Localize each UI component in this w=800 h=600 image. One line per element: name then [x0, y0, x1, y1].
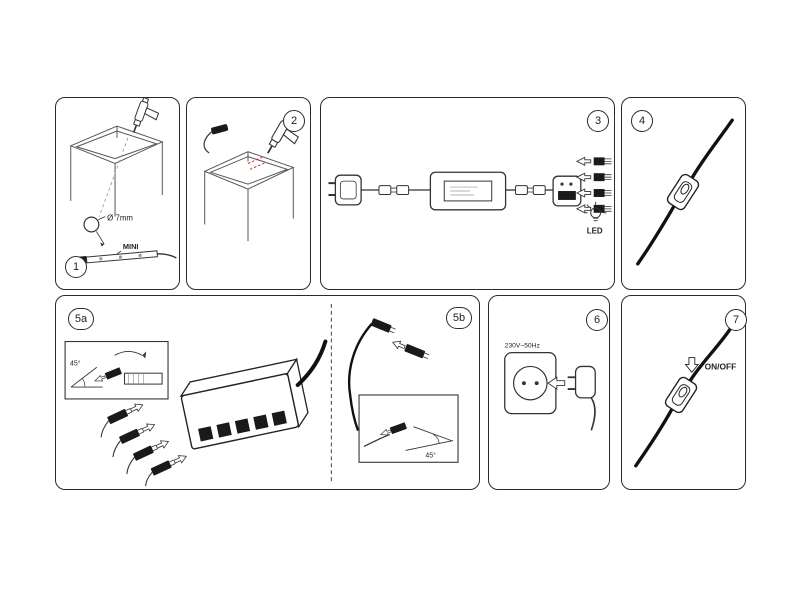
mini-plug-icon [94, 367, 122, 382]
insert-arrow [547, 376, 566, 390]
cable [636, 204, 676, 266]
power-adapter-icon [328, 174, 379, 206]
step-number-3: 3 [587, 110, 609, 132]
mini-plug-icon [379, 422, 407, 436]
panel-step-6: 230V~50Hz 6 [488, 295, 610, 490]
insert-arrows [575, 156, 592, 214]
plug-icon [567, 365, 596, 431]
join-connectors-5b [348, 318, 430, 432]
rotate-arrowhead [142, 351, 147, 359]
cabinet-frame [203, 151, 295, 242]
voltage-label: 230V~50Hz [505, 343, 540, 350]
cabinet-frame [69, 125, 164, 217]
step7-drawing: ON/OFF [634, 324, 737, 468]
step-number-6: 6 [586, 309, 608, 331]
step5-drawing: 45° [64, 303, 459, 487]
power-cable [295, 339, 328, 388]
drill-icon [132, 98, 160, 133]
panel-step-2: 2 [186, 97, 311, 290]
led-bulb-icon [584, 201, 607, 222]
cable-connector-pair [515, 185, 554, 195]
onoff-label: ON/OFF [705, 361, 737, 371]
cable [634, 407, 674, 468]
mini-plug-row [100, 403, 188, 487]
strip-hatch [128, 373, 144, 385]
step-number-5b: 5b [446, 307, 472, 329]
cable [690, 118, 734, 180]
angle-lines [405, 426, 454, 451]
step1-drawing: Ø 7mm MINI [69, 98, 177, 264]
rotate-arrow [114, 351, 143, 356]
onoff-down-arrow [684, 357, 700, 374]
distributor-box-icon [179, 339, 328, 450]
hole-diameter-label: Ø 7mm [107, 214, 133, 223]
panel-step-3: LED 3 [320, 97, 615, 290]
inline-switch-icon [666, 173, 700, 211]
hole-marker [83, 216, 106, 247]
mini-label: MINI [123, 242, 139, 251]
panel-step-4: 4 [621, 97, 746, 290]
wall-socket-icon [504, 352, 557, 415]
inline-switch-icon [664, 376, 698, 414]
angle-arc [433, 434, 440, 444]
step-number-4: 4 [631, 110, 653, 132]
step3-drawing: LED [328, 156, 612, 236]
distributor-icon [552, 175, 582, 207]
panel-step-1: Ø 7mm MINI 1 [55, 97, 180, 290]
step6-drawing: 230V~50Hz [504, 343, 596, 431]
mini-plugs [593, 157, 612, 213]
step-number-1: 1 [65, 256, 87, 278]
drill-guide-line [98, 137, 129, 217]
driver-box [429, 171, 516, 211]
panel-step-5: 45° [55, 295, 480, 490]
step4-drawing [636, 118, 734, 266]
led-label: LED [587, 227, 603, 236]
cable-connector-pair [378, 185, 431, 195]
angle-label-5b: 45° [425, 451, 436, 459]
panel-step-7: ON/OFF 7 [621, 295, 747, 490]
cable [688, 324, 734, 383]
angle-inset-5a: 45° [64, 340, 169, 400]
step-number-7: 7 [725, 309, 747, 331]
cable [348, 322, 373, 432]
led-module-icon [203, 124, 229, 154]
step-number-2: 2 [283, 110, 305, 132]
angle-inset-5b: 45° [358, 394, 459, 463]
ports [198, 410, 287, 442]
position-marks [247, 156, 266, 170]
angle-label-5a: 45° [70, 359, 81, 367]
step-number-5a: 5a [68, 308, 94, 330]
